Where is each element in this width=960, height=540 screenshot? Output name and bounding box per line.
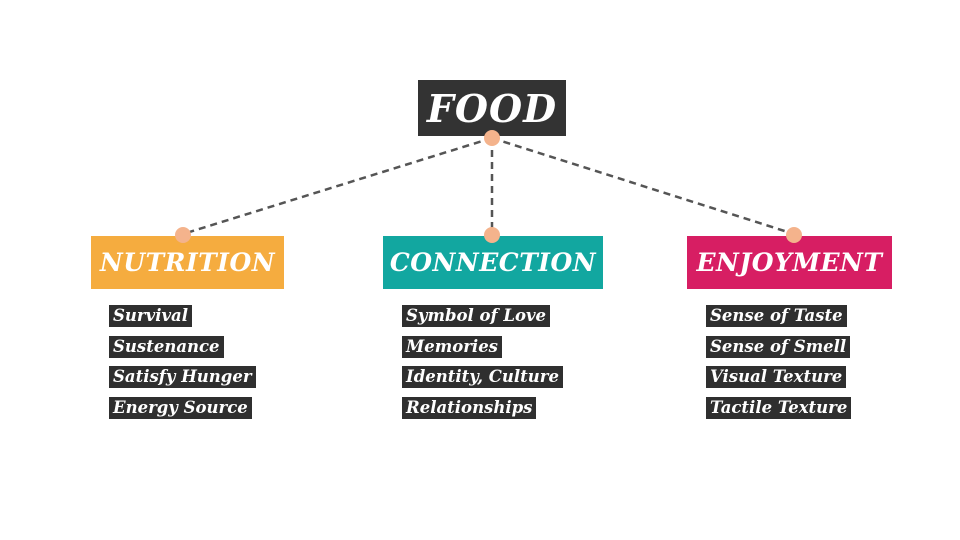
category-enjoyment: ENJOYMENT <box>687 236 892 289</box>
connection-node-dot <box>484 227 500 243</box>
nutrition-item-list: Survival Sustenance Satisfy Hunger Energ… <box>109 305 256 427</box>
connection-item-list: Symbol of Love Memories Identity, Cultur… <box>402 305 563 427</box>
item-label: Identity, Culture <box>402 366 563 388</box>
item-label: Satisfy Hunger <box>109 366 256 388</box>
item-label: Relationships <box>402 396 537 419</box>
list-item: Sense of Smell <box>706 335 851 360</box>
item-label: Sense of Taste <box>706 305 847 327</box>
connector-nutrition <box>182 136 493 236</box>
list-item: Relationships <box>402 396 563 421</box>
list-item: Visual Texture <box>706 366 851 390</box>
list-item: Memories <box>402 335 563 360</box>
item-label: Survival <box>109 305 193 327</box>
item-label: Symbol of Love <box>402 305 551 327</box>
category-nutrition-label: NUTRITION <box>99 248 276 277</box>
list-item: Survival <box>109 305 256 329</box>
root-node-food: FOOD <box>418 80 566 136</box>
item-label: Sustenance <box>109 335 224 358</box>
category-connection: CONNECTION <box>383 236 603 289</box>
connector-enjoyment <box>491 136 795 236</box>
list-item: Identity, Culture <box>402 366 563 390</box>
list-item: Energy Source <box>109 396 256 421</box>
enjoyment-item-list: Sense of Taste Sense of Smell Visual Tex… <box>706 305 852 427</box>
nutrition-node-dot <box>175 227 191 243</box>
item-label: Energy Source <box>109 396 252 419</box>
enjoyment-node-dot <box>786 227 802 243</box>
item-label: Sense of Smell <box>706 335 851 358</box>
list-item: Tactile Texture <box>706 396 852 421</box>
list-item: Symbol of Love <box>402 305 563 329</box>
root-node-dot <box>484 130 500 146</box>
root-node-label: FOOD <box>426 85 558 131</box>
item-label: Visual Texture <box>706 366 847 388</box>
item-label: Memories <box>402 335 502 358</box>
category-connection-label: CONNECTION <box>389 248 597 277</box>
item-label: Tactile Texture <box>706 396 852 419</box>
list-item: Sustenance <box>109 335 256 360</box>
list-item: Satisfy Hunger <box>109 366 256 390</box>
category-enjoyment-label: ENJOYMENT <box>696 248 883 277</box>
list-item: Sense of Taste <box>706 305 851 329</box>
category-nutrition: NUTRITION <box>91 236 284 289</box>
